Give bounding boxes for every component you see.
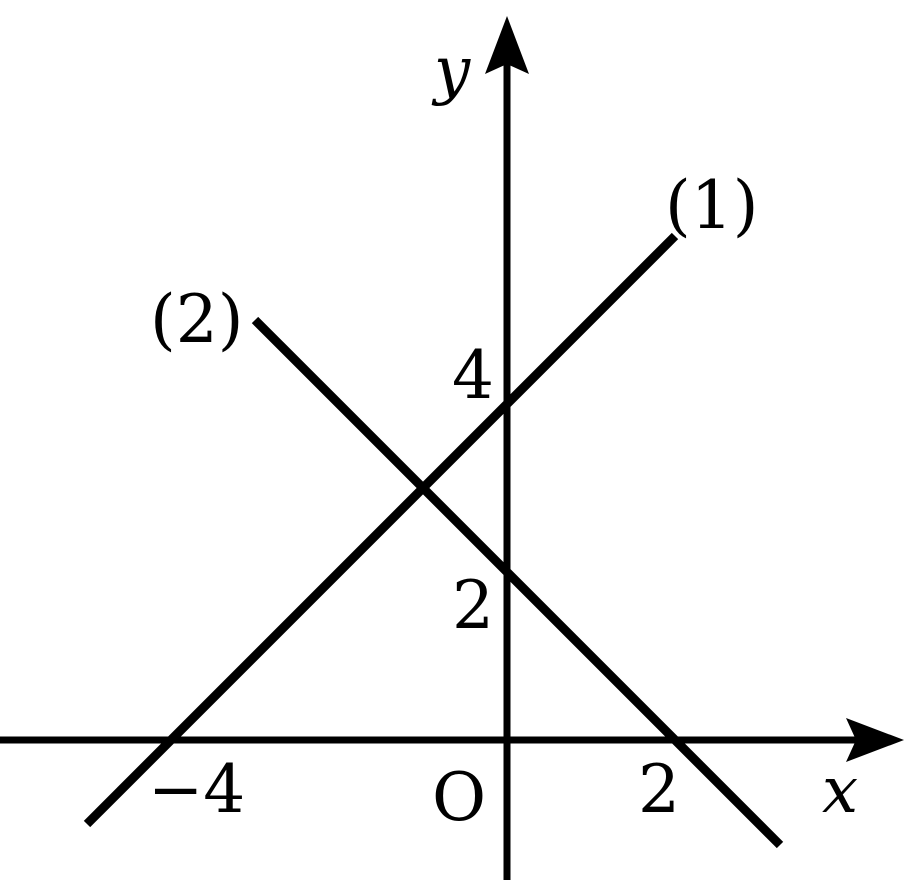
x-axis-label: x: [822, 754, 858, 828]
x-tick-label-neg4: −4: [148, 751, 245, 828]
line-1-label: (1): [665, 167, 759, 244]
x-axis-arrowhead: [846, 718, 904, 762]
line-2-label: (2): [150, 281, 244, 358]
line-2: [251, 316, 784, 849]
x-tick-label-2: 2: [638, 751, 680, 828]
y-axis-arrowhead: [485, 16, 529, 74]
origin-label: O: [432, 759, 486, 836]
y-axis-label: y: [431, 34, 471, 108]
y-tick-label-4: 4: [452, 337, 494, 414]
line-1: [83, 232, 679, 828]
y-tick-label-2: 2: [452, 567, 494, 644]
